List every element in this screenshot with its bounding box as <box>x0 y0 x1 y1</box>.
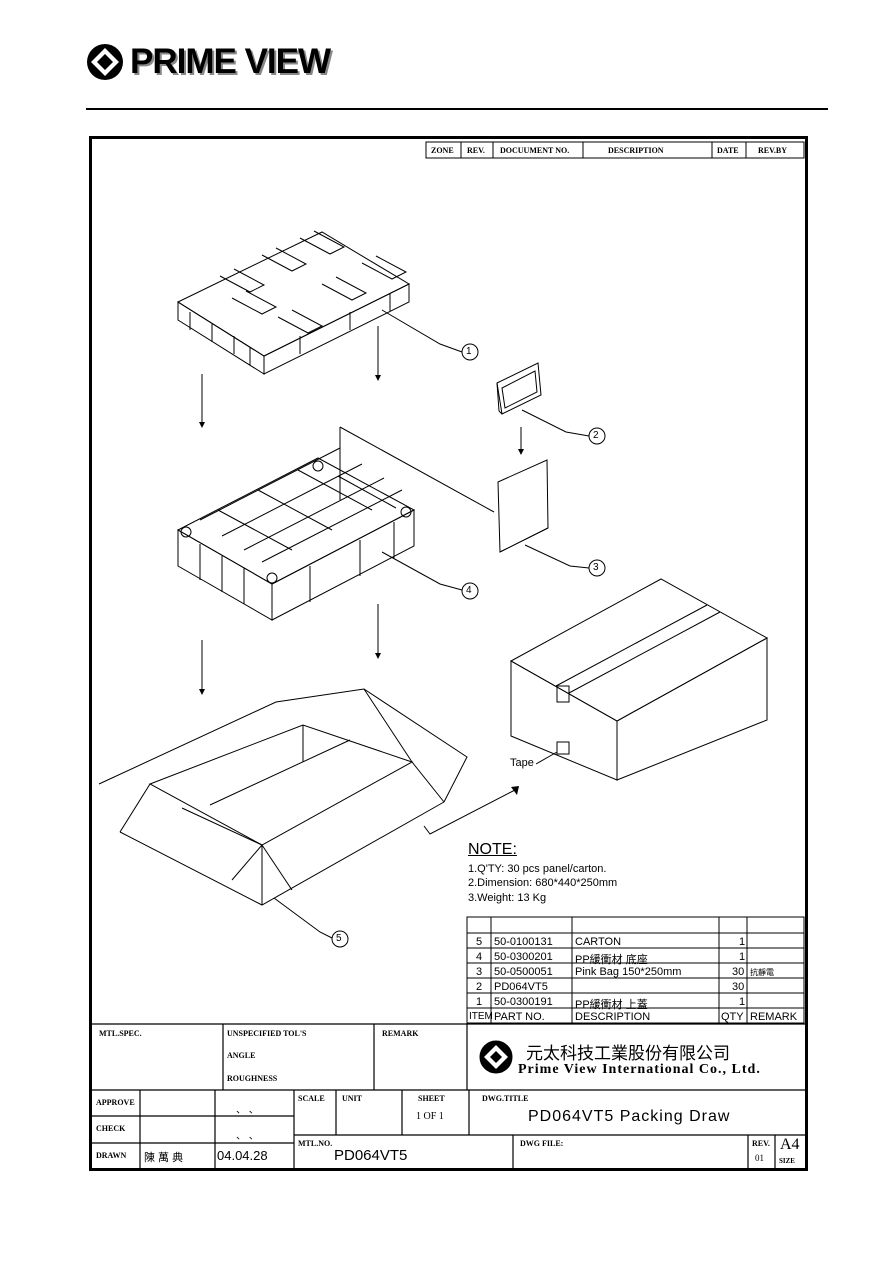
company-name-cn: 元太科技工業股份有限公司 <box>526 1044 730 1063</box>
bom-row-qty: 1 <box>739 951 746 963</box>
bom-row-item: 1 <box>476 996 483 1008</box>
note-line-1: 1.Q'TY: 30 pcs panel/carton. <box>468 863 607 875</box>
callout-4: 4 <box>466 585 472 596</box>
bom-row-desc: Pink Bag 150*250mm <box>575 966 682 978</box>
svg-text:、 、: 、 、 <box>236 1105 259 1116</box>
scale-label: SCALE <box>298 1094 325 1103</box>
mtl-spec-label: MTL.SPEC. <box>99 1029 142 1038</box>
callout-5: 5 <box>336 933 342 944</box>
callout-3: 3 <box>593 562 599 573</box>
dwg-title: PD064VT5 Packing Draw <box>528 1108 731 1125</box>
angle-label: ANGLE <box>227 1051 256 1060</box>
rev-header-rev: REV. <box>467 146 485 155</box>
brand-logo: PRIME VIEW <box>86 40 331 84</box>
bom-row-desc: PP緩衝材 上蓋 <box>575 999 648 1011</box>
bom-row-part: 50-0300201 <box>494 951 553 963</box>
bom-row-qty: 30 <box>732 966 745 978</box>
bom-header-item: ITEM <box>469 1011 493 1022</box>
mtl-no-label: MTL.NO. <box>298 1139 333 1148</box>
header-divider <box>86 108 828 110</box>
bom-row-desc: PP緩衝材 底座 <box>575 954 648 966</box>
sheet-label: SHEET <box>418 1094 445 1103</box>
bom-row-desc: CARTON <box>575 936 622 948</box>
svg-text:、 、: 、 、 <box>236 1131 259 1142</box>
approve-label: APPROVE <box>96 1098 135 1107</box>
bom-header-remark: REMARK <box>750 1011 798 1023</box>
rev-value: 01 <box>755 1153 764 1163</box>
bom-row-part: PD064VT5 <box>494 981 548 993</box>
note-line-3: 3.Weight: 13 Kg <box>468 892 547 904</box>
mtl-no: PD064VT5 <box>334 1147 408 1164</box>
revision-table <box>425 141 805 159</box>
tape-label: Tape <box>510 757 534 769</box>
bom-row-item: 5 <box>476 936 483 948</box>
size-value: A4 <box>780 1136 800 1153</box>
open-carton-drawing <box>98 688 468 906</box>
drawn-label: DRAWN <box>96 1151 127 1160</box>
closed-carton-drawing <box>509 578 769 781</box>
unit-label: UNIT <box>342 1094 363 1103</box>
pink-bag-drawing <box>339 426 549 553</box>
callout-1: 1 <box>466 346 472 357</box>
remark-label: REMARK <box>382 1029 419 1038</box>
title-block-lines <box>92 1023 806 1168</box>
drawing-frame <box>89 136 808 1171</box>
dwg-file-label: DWG FILE: <box>520 1139 564 1148</box>
bom-row-item: 3 <box>476 966 483 978</box>
unspecified-tols-label: UNSPECIFIED TOL'S <box>227 1029 307 1038</box>
check-label: CHECK <box>96 1124 126 1133</box>
bom-row-remark: 抗靜電 <box>750 968 774 977</box>
bom-row-qty: 1 <box>739 996 746 1008</box>
bom-row-qty: 1 <box>739 936 746 948</box>
bom-header-part: PART NO. <box>494 1011 545 1023</box>
panel-drawing <box>496 362 542 415</box>
drawn-date: 04.04.28 <box>217 1148 268 1163</box>
size-label: SIZE <box>779 1157 795 1165</box>
rev-label: REV. <box>752 1139 770 1148</box>
callout-2: 2 <box>593 430 599 441</box>
bom-table-lines <box>466 916 805 1024</box>
dwg-title-label: DWG.TITLE <box>482 1094 529 1103</box>
bom-row-part: 50-0100131 <box>494 936 553 948</box>
note-line-2: 2.Dimension: 680*440*250mm <box>468 877 618 889</box>
bom-row-part: 50-0300191 <box>494 996 553 1008</box>
company-logo-icon <box>479 1040 513 1074</box>
rev-header-date: DATE <box>717 146 739 155</box>
top-tray-drawing <box>176 230 411 375</box>
bom-row-qty: 30 <box>732 981 745 993</box>
sheet-value: 1 OF 1 <box>416 1111 444 1122</box>
prime-view-logo-icon <box>87 44 123 80</box>
bottom-tray-drawing <box>176 447 416 621</box>
note-title: NOTE: <box>468 841 517 858</box>
bom-header-desc: DESCRIPTION <box>575 1011 651 1023</box>
brand-name: PRIME VIEW <box>130 42 331 81</box>
rev-header-zone: ZONE <box>431 146 454 155</box>
bom-header-qty: QTY <box>721 1011 744 1023</box>
rev-header-docno: DOCUUMENT NO. <box>500 146 570 155</box>
bom-row-part: 50-0500051 <box>494 966 553 978</box>
bom-row-item: 2 <box>476 981 483 993</box>
company-name-en: Prime View International Co., Ltd. <box>518 1062 761 1077</box>
rev-header-description: DESCRIPTION <box>608 146 664 155</box>
bom-row-item: 4 <box>476 951 483 963</box>
drawn-by: 陳 萬 典 <box>144 1152 184 1164</box>
assembly-arrows <box>201 309 590 939</box>
roughness-label: ROUGHNESS <box>227 1074 278 1083</box>
rev-header-revby: REV.BY <box>758 146 787 155</box>
